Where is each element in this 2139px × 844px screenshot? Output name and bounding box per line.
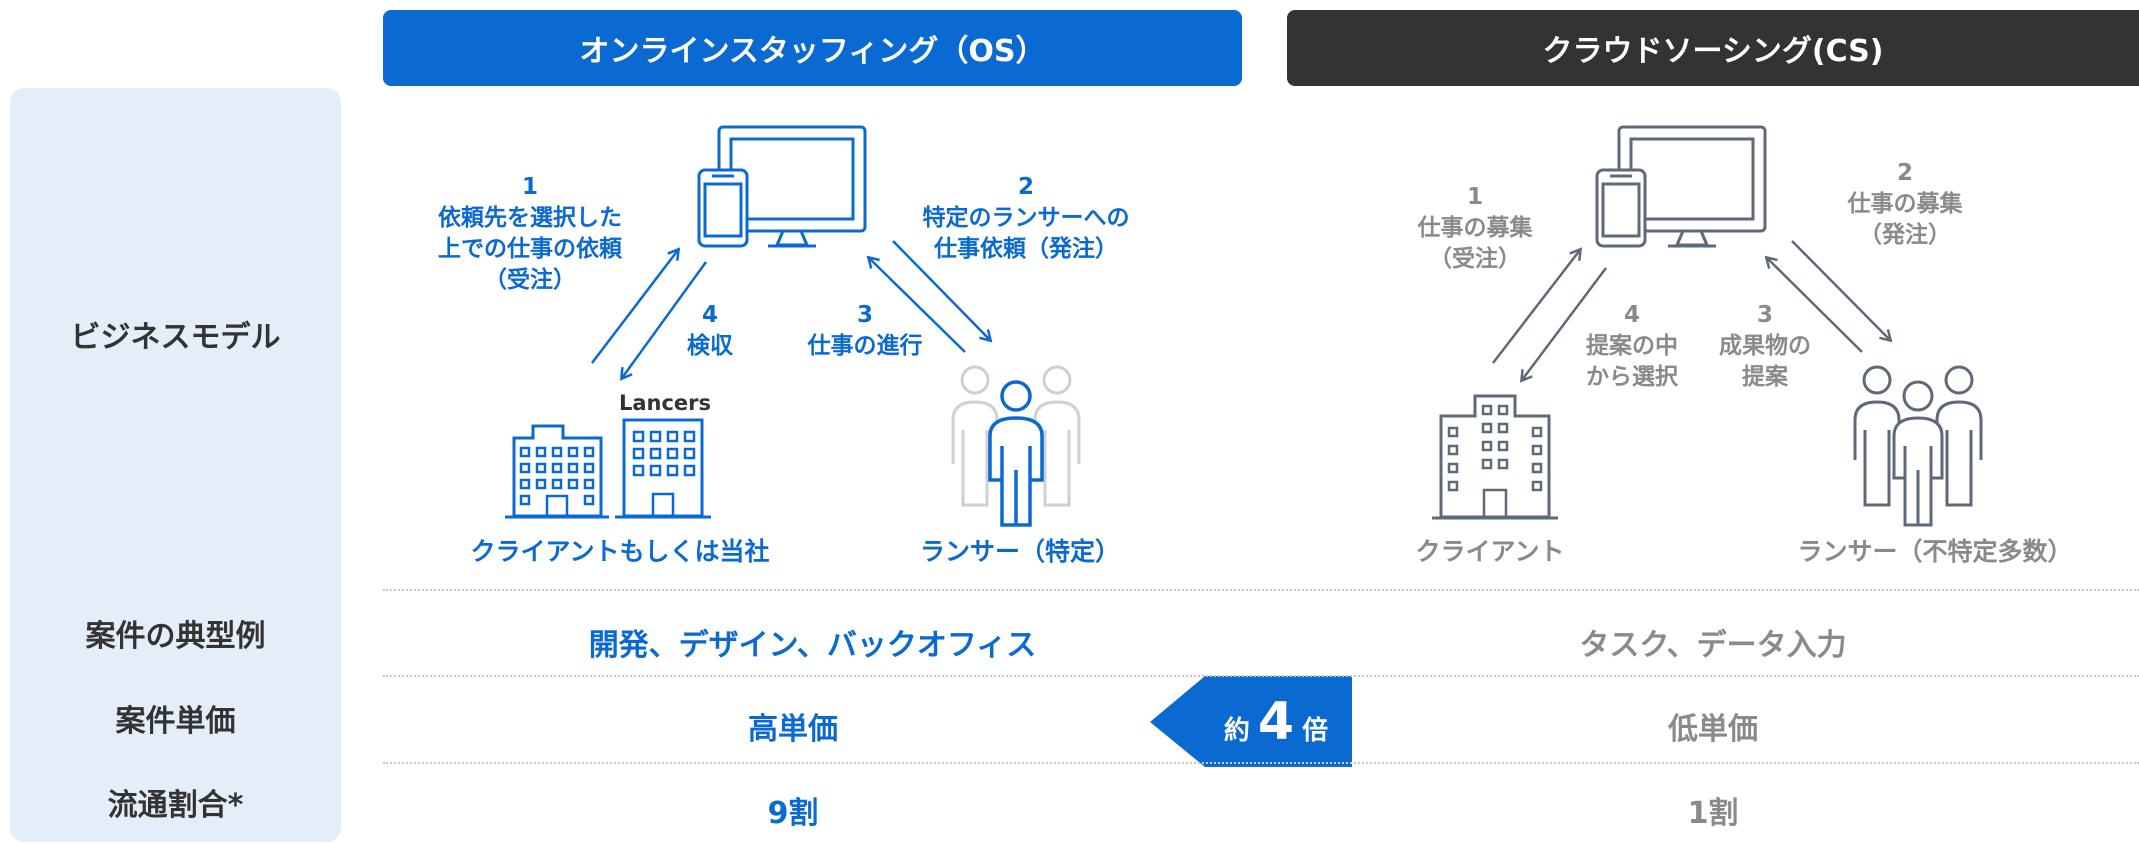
os-header: オンラインスタッフィング（OS） xyxy=(383,10,1242,86)
os-header-title: オンラインスタッフィング（OS） xyxy=(579,34,1046,69)
cs-client-building-icon xyxy=(1432,394,1558,520)
cs-step4-label: 4 提案の中 から選択 xyxy=(1572,300,1692,393)
cs-step2-line1: 仕事の募集 xyxy=(1847,191,1963,217)
cs-step1-line1: 仕事の募集 xyxy=(1417,215,1533,241)
multiplier-badge: 約 4 倍 xyxy=(1200,676,1352,767)
cs-phone-icon xyxy=(1595,168,1647,248)
os-step1-number: 1 xyxy=(521,174,538,200)
row-divider-1 xyxy=(383,589,2139,591)
os-arrow-1 xyxy=(591,250,678,364)
os-lancers-building-icon xyxy=(615,418,711,519)
cs-step3-line1: 成果物の xyxy=(1719,333,1811,359)
os-arrow-3 xyxy=(869,258,966,353)
row-label-distribution-ratio: 流通割合* xyxy=(107,788,244,823)
cs-step3-label: 3 成果物の 提案 xyxy=(1710,300,1820,393)
os-arrow-2 xyxy=(892,240,990,340)
os-step3-line1: 仕事の進行 xyxy=(807,333,923,359)
os-step1-line2: 上での仕事の依頼 xyxy=(438,236,622,262)
os-ghost-people-icon xyxy=(951,365,1081,507)
cs-lancer-label: ランサー（不特定多数） xyxy=(1797,537,2073,566)
cs-arrow-2 xyxy=(1791,240,1890,340)
cs-step4-line2: から選択 xyxy=(1586,364,1678,390)
row-divider-3 xyxy=(383,762,2139,764)
cs-arrow-4 xyxy=(1522,267,1607,380)
cs-step4-line1: 提案の中 xyxy=(1586,333,1678,359)
cs-distribution-ratio: 1割 xyxy=(1687,796,1739,831)
cs-step3-line2: 提案 xyxy=(1742,364,1788,390)
os-step1-line3: （受注） xyxy=(484,267,576,293)
cs-header: クラウドソーシング(CS) xyxy=(1287,10,2139,86)
cs-header-title: クラウドソーシング(CS) xyxy=(1542,34,1884,69)
row-divider-2 xyxy=(383,675,2139,677)
cs-step1-line2: （受注） xyxy=(1429,246,1521,272)
cs-step2-number: 2 xyxy=(1896,160,1913,186)
row-label-business-model: ビジネスモデル xyxy=(70,320,281,355)
lancers-logo: Lancers xyxy=(618,391,712,415)
cs-arrow-3 xyxy=(1767,258,1863,353)
os-distribution-ratio: 9割 xyxy=(767,796,819,831)
os-step4-line1: 検収 xyxy=(687,333,733,359)
os-specific-lancer-icon xyxy=(988,380,1044,527)
os-client-label: クライアントもしくは当社 xyxy=(470,537,770,566)
os-step1-label: 1 依頼先を選択した 上での仕事の依頼 （受注） xyxy=(420,172,640,296)
os-step2-line1: 特定のランサーへの xyxy=(922,205,1130,231)
os-step1-line1: 依頼先を選択した xyxy=(438,205,622,231)
os-arrows xyxy=(591,240,990,378)
cs-client-label: クライアント xyxy=(1415,537,1565,566)
cs-step1-label: 1 仕事の募集 （受注） xyxy=(1385,182,1565,275)
os-step2-number: 2 xyxy=(1017,174,1034,200)
cs-arrows xyxy=(1492,240,1890,380)
cs-step2-label: 2 仕事の募集 （発注） xyxy=(1815,158,1995,251)
os-typical-cases: 開発、デザイン、バックオフィス xyxy=(588,628,1037,663)
cs-step4-number: 4 xyxy=(1623,302,1640,328)
multiplier-value: 4 xyxy=(1257,691,1295,752)
os-step2-label: 2 特定のランサーへの 仕事依頼（発注） xyxy=(906,172,1146,265)
os-arrow-4 xyxy=(622,261,708,378)
cs-unit-price: 低単価 xyxy=(1668,712,1758,747)
multiplier-prefix: 約 xyxy=(1223,716,1250,746)
os-phone-icon xyxy=(697,168,749,248)
row-label-unit-price: 案件単価 xyxy=(115,704,236,739)
row-label-typical-cases: 案件の典型例 xyxy=(85,619,266,654)
os-step3-label: 3 仕事の進行 xyxy=(785,300,945,362)
os-lancer-label: ランサー（特定） xyxy=(919,537,1120,566)
cs-step3-number: 3 xyxy=(1756,302,1773,328)
os-step4-number: 4 xyxy=(701,302,718,328)
row-label-panel xyxy=(10,88,341,842)
cs-typical-cases: タスク、データ入力 xyxy=(1579,628,1847,663)
os-step3-number: 3 xyxy=(856,302,873,328)
os-unit-price: 高単価 xyxy=(748,712,838,747)
multiplier-badge-shape xyxy=(1150,676,1352,767)
multiplier-suffix: 倍 xyxy=(1302,716,1329,746)
os-client-building-icon xyxy=(505,424,609,519)
cs-lancers-crowd-icon xyxy=(1853,365,1983,527)
cs-step2-line2: （発注） xyxy=(1859,222,1951,248)
cs-step1-number: 1 xyxy=(1466,184,1483,210)
cs-arrow-1 xyxy=(1492,250,1580,364)
os-step4-label: 4 検収 xyxy=(670,300,750,362)
os-step2-line2: 仕事依頼（発注） xyxy=(934,236,1118,262)
